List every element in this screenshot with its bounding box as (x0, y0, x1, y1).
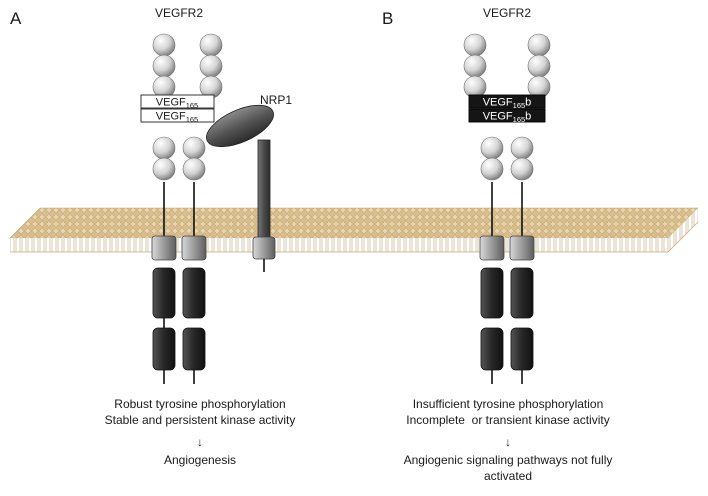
panel-a-result: Angiogenesis (163, 453, 237, 467)
svg-text:VEGF165b: VEGF165b (483, 111, 532, 125)
panel-a-outcome-line1: Robust tyrosine phosphorylation (114, 397, 286, 411)
panel-b-outcome-line2: Incomplete or transient kinase activity (406, 413, 610, 427)
panel-a-ligand-top: VEGF165 (140, 94, 215, 111)
panel-b-letter: B (382, 9, 393, 28)
panel-b-ligand-bottom: VEGF165b (468, 108, 546, 125)
panel-b-outcome-line1: Insufficient tyrosine phosphorylation (412, 397, 604, 411)
svg-text:VEGF165b: VEGF165b (483, 97, 532, 111)
cell-membrane (9, 207, 699, 253)
panel-a-receptor-right (181, 33, 223, 384)
panel-b-receptor-left (463, 33, 505, 384)
panel-b-result-line2: activated (483, 469, 533, 483)
panel-a-outcome-line2: Stable and persistent kinase activity (104, 413, 296, 427)
nrp1-coreceptor (206, 104, 276, 272)
panel-b-ligand-top: VEGF165b (468, 94, 546, 111)
panel-b-receptor-label: VEGFR2 (483, 6, 531, 20)
panel-a-letter: A (10, 9, 22, 28)
svg-text:VEGF165: VEGF165 (156, 111, 198, 125)
svg-text:VEGF165: VEGF165 (156, 97, 198, 111)
panel-a-arrow: ↓ (197, 435, 203, 449)
nrp1-label: NRP1 (260, 93, 292, 107)
panel-b-arrow: ↓ (505, 435, 511, 449)
panel-a-receptor-label: VEGFR2 (155, 6, 203, 20)
panel-b-result-line1: Angiogenic signaling pathways not fully (403, 453, 613, 467)
panel-a-ligand-bottom: VEGF165 (140, 108, 215, 125)
panel-b-receptor-right (509, 33, 551, 384)
panel-a-receptor-left (151, 33, 177, 384)
